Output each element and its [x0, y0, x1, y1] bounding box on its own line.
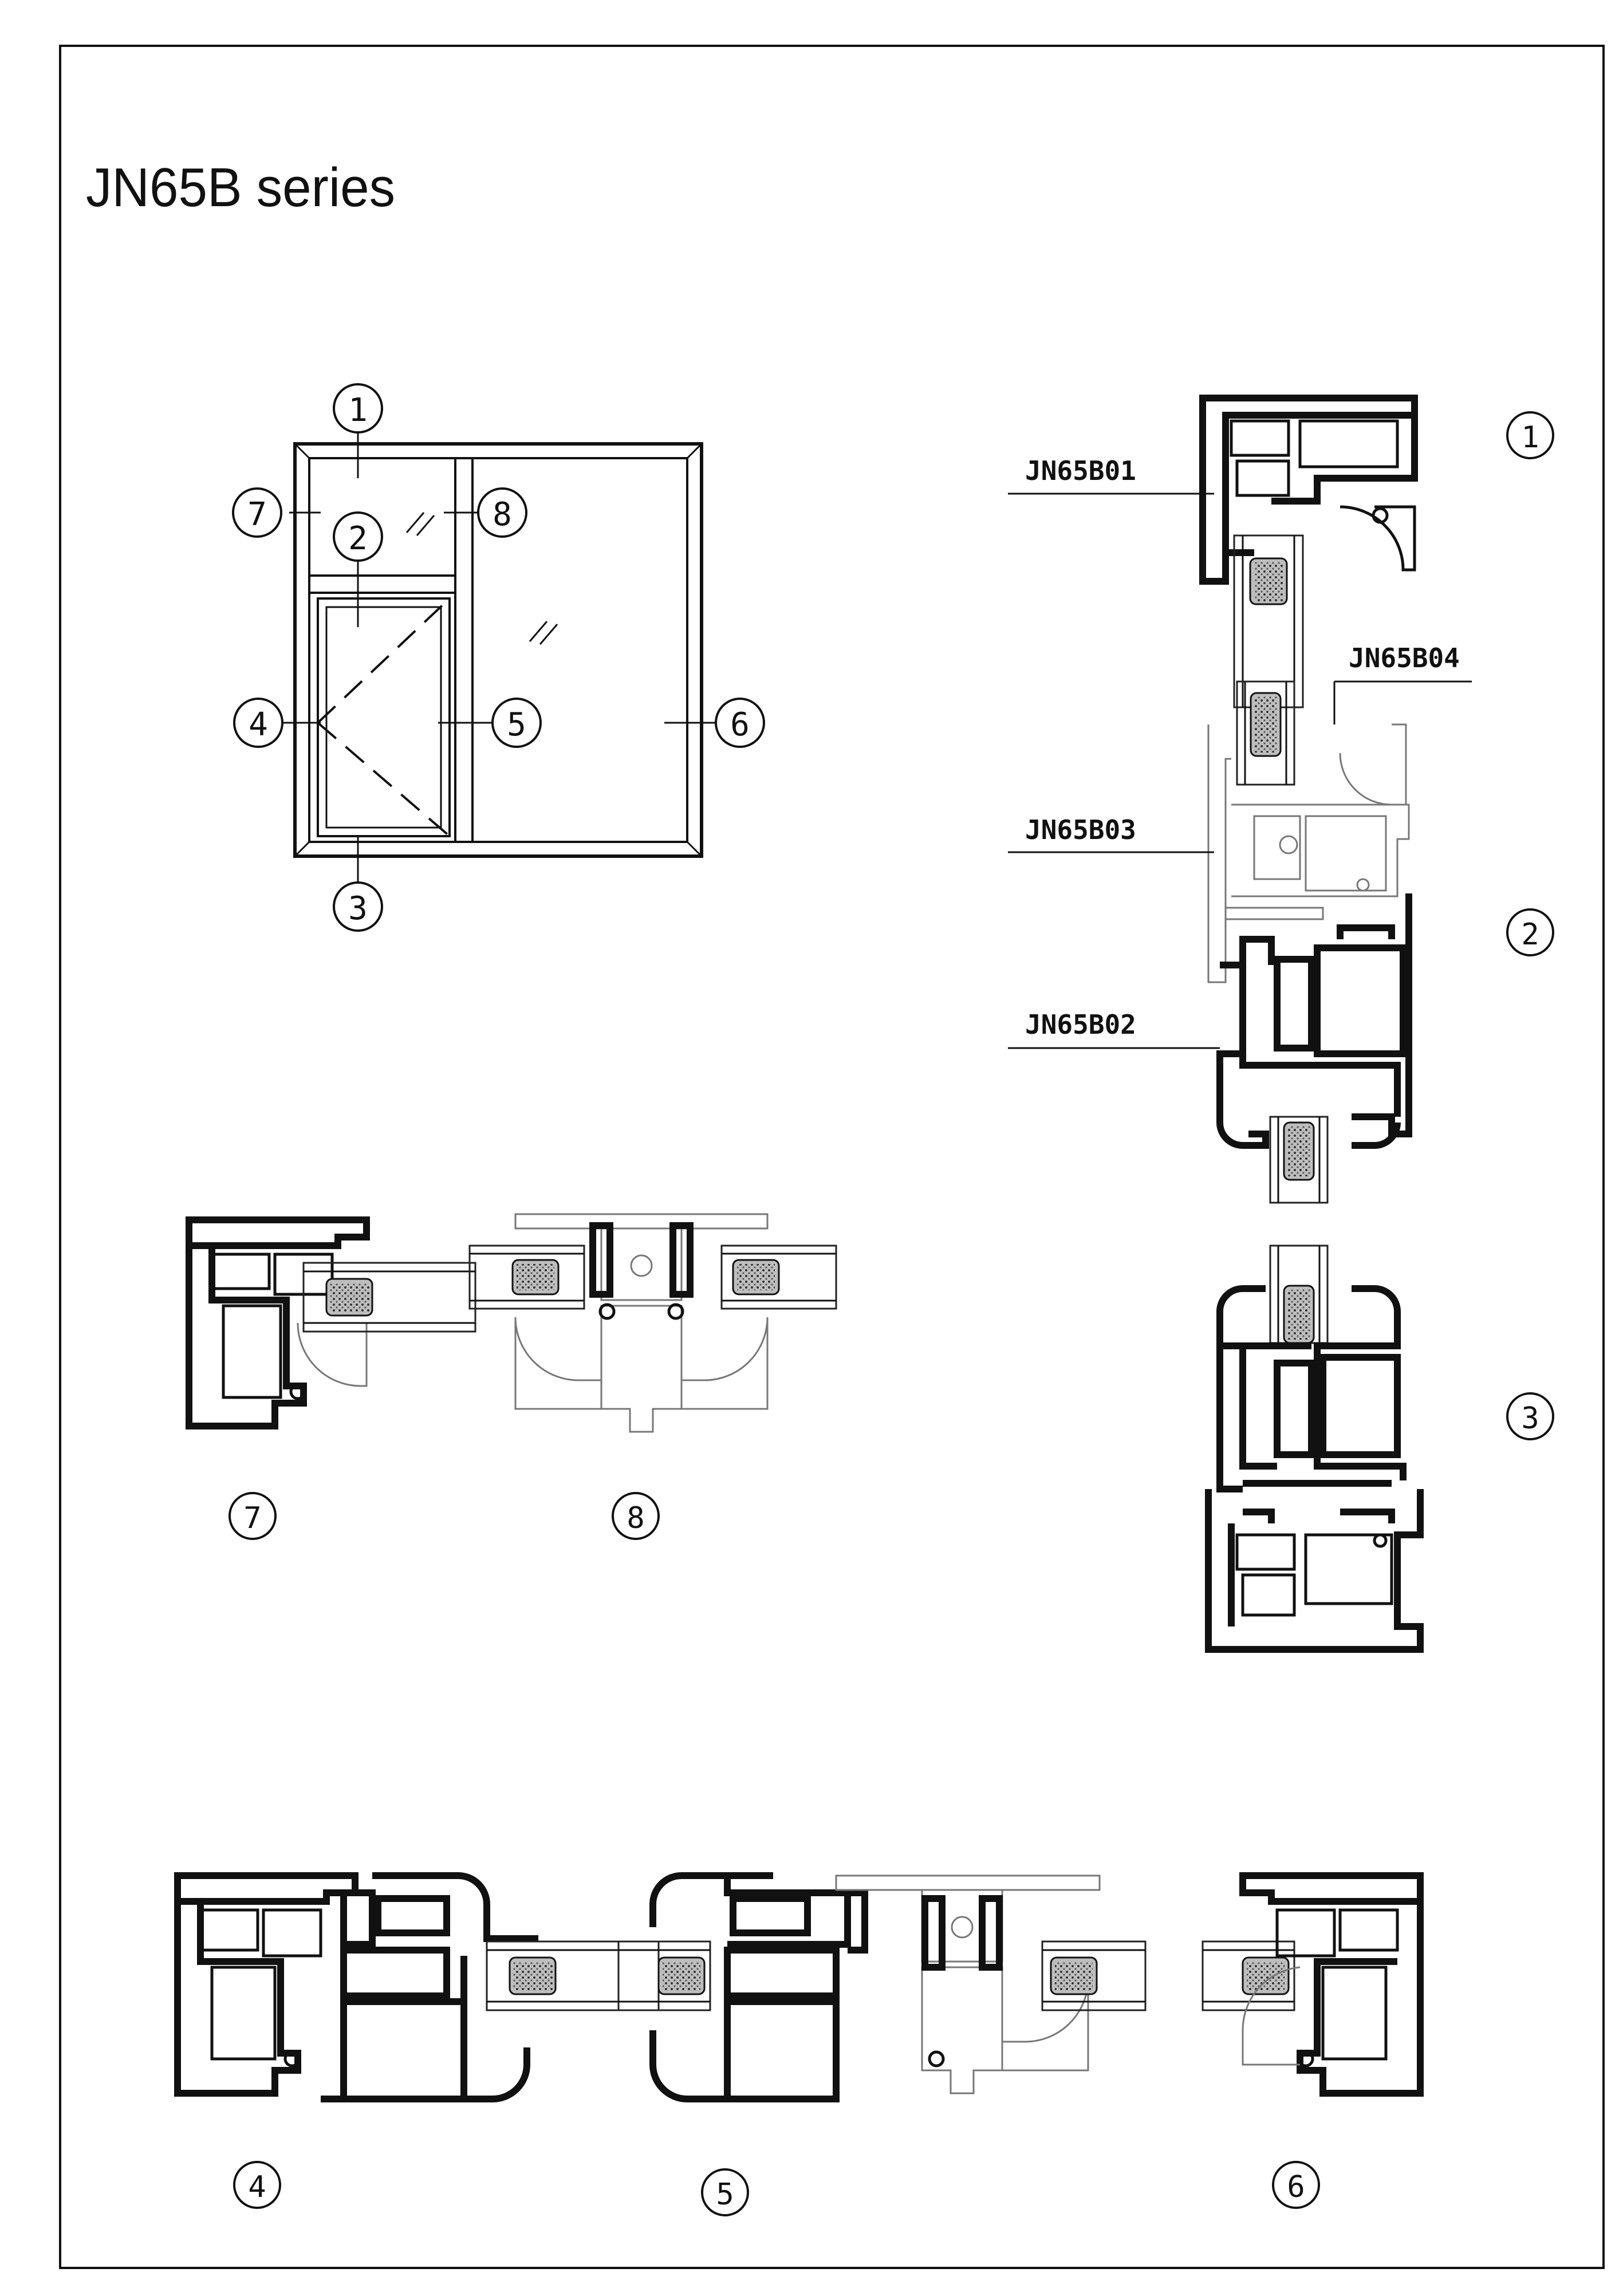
section-6-profile: [1202, 1872, 1424, 2097]
page-title: JN65B series: [86, 157, 395, 218]
callout-1: 1: [333, 383, 383, 434]
section-1-profile: [1199, 395, 1418, 708]
svg-text:7: 7: [243, 1501, 261, 1535]
section-3-profile: [1205, 1245, 1424, 1653]
section-number-2: 2: [1506, 908, 1554, 956]
section-number-8: 8: [612, 1492, 660, 1540]
svg-text:8: 8: [627, 1501, 644, 1535]
callout-5: 5: [491, 698, 542, 748]
callout-7: 7: [232, 487, 282, 538]
section-4-profile: [174, 1872, 660, 2102]
callout-2: 2: [333, 511, 383, 562]
svg-text:2: 2: [1521, 917, 1539, 952]
section-number-1: 1: [1506, 411, 1554, 459]
section-8-profile: [468, 1213, 837, 1433]
callout-3: 3: [333, 881, 383, 932]
svg-text:3: 3: [348, 890, 368, 927]
svg-text:6: 6: [730, 706, 750, 743]
section-number-6: 6: [1272, 2161, 1320, 2209]
section-number-3: 3: [1506, 1392, 1554, 1440]
sheet-border: [59, 45, 1605, 2269]
svg-text:8: 8: [493, 496, 512, 533]
svg-text:4: 4: [249, 706, 268, 743]
svg-text:2: 2: [348, 520, 368, 557]
label-jn65b03: JN65B03: [1025, 814, 1136, 845]
svg-text:7: 7: [247, 496, 267, 533]
callout-6: 6: [715, 698, 765, 748]
callout-8: 8: [477, 487, 527, 538]
section-7-profile: [186, 1216, 476, 1429]
section-number-5: 5: [701, 2168, 749, 2216]
svg-text:5: 5: [716, 2177, 734, 2212]
label-jn65b04: JN65B04: [1349, 643, 1460, 674]
svg-text:1: 1: [1521, 420, 1539, 455]
window-elevation: 1 7 8 2 4 5 6 3: [232, 383, 765, 932]
section-2-profile: [1207, 680, 1412, 1204]
svg-text:5: 5: [507, 706, 526, 743]
svg-text:3: 3: [1521, 1401, 1539, 1436]
label-jn65b02: JN65B02: [1025, 1009, 1136, 1040]
callout-4: 4: [233, 698, 283, 748]
svg-text:4: 4: [248, 2170, 266, 2204]
section-number-7: 7: [229, 1492, 277, 1540]
label-jn65b01: JN65B01: [1025, 455, 1136, 486]
svg-text:6: 6: [1287, 2170, 1305, 2204]
section-5-profile: [617, 1872, 1147, 2102]
section-number-4: 4: [233, 2161, 281, 2209]
svg-text:1: 1: [348, 392, 368, 429]
